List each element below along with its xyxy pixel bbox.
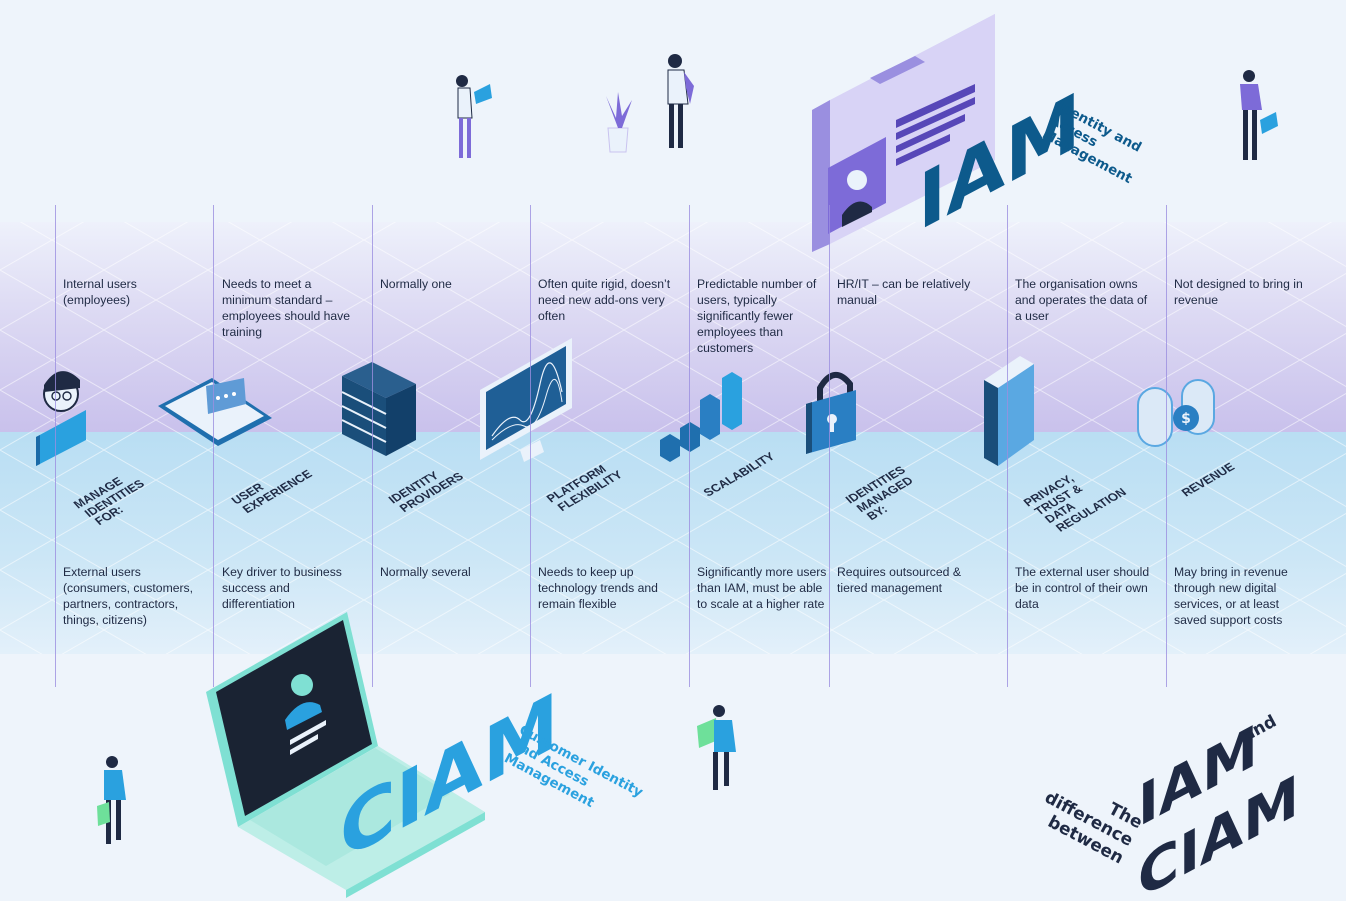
ciam-text-manage-identities: External users (consumers, customers, pa… [63,565,194,627]
iam-text-platform-flexibility: Often quite rigid, doesn’t need new add-… [538,277,671,323]
ciam-text-platform-flexibility: Needs to keep up technology trends and r… [538,565,658,611]
iam-text-manage-identities: Internal users (employees) [63,277,137,307]
padlock-icon [806,372,856,454]
iam-text-identity-providers: Normally one [380,277,452,291]
bar-growth-icon [660,372,742,462]
phone-chat-icon [158,378,272,446]
monitor-graph-icon [480,338,572,462]
ciam-text-identities-managed: Requires outsourced & tiered management [837,565,961,595]
column-divider [55,205,56,687]
svg-text:$: $ [1181,411,1191,427]
person-bag-bottom-icon [97,756,126,844]
column-divider [1007,205,1008,687]
ciam-text-user-experience: Key driver to business success and diffe… [222,565,342,611]
server-stack-icon [341,362,416,456]
user-avatar-icon [36,371,86,466]
person-box-bottom-icon [697,705,736,790]
iam-text-identities-managed: HR/IT – can be relatively manual [837,277,971,307]
column-divider [1166,205,1167,687]
id-card-icon [812,14,995,252]
person-laptop-top-icon [456,75,492,158]
ciam-text-revenue: May bring in revenue through new digital… [1174,565,1288,627]
iam-text-scalability: Predictable number of users, typically s… [697,277,817,355]
plant-icon [606,92,632,153]
column-divider [530,205,531,687]
column-divider [829,205,830,687]
ciam-text-scalability: Significantly more users than IAM, must … [697,565,827,611]
coin-stack-icon: $ [1137,379,1215,447]
ciam-text-identity-providers: Normally several [380,565,471,579]
column-divider [372,205,373,687]
person-phone-top-icon [667,54,694,148]
column-divider [689,205,690,687]
iam-text-privacy: The organisation owns and operates the d… [1015,277,1148,323]
column-divider [213,205,214,687]
laptop-icon [206,612,485,898]
iam-text-user-experience: Needs to meet a minimum standard – emplo… [222,277,351,339]
person-briefcase-top-icon [1240,70,1278,160]
iam-text-revenue: Not designed to bring in revenue [1174,277,1303,307]
ciam-text-privacy: The external user should be in control o… [1015,565,1150,611]
